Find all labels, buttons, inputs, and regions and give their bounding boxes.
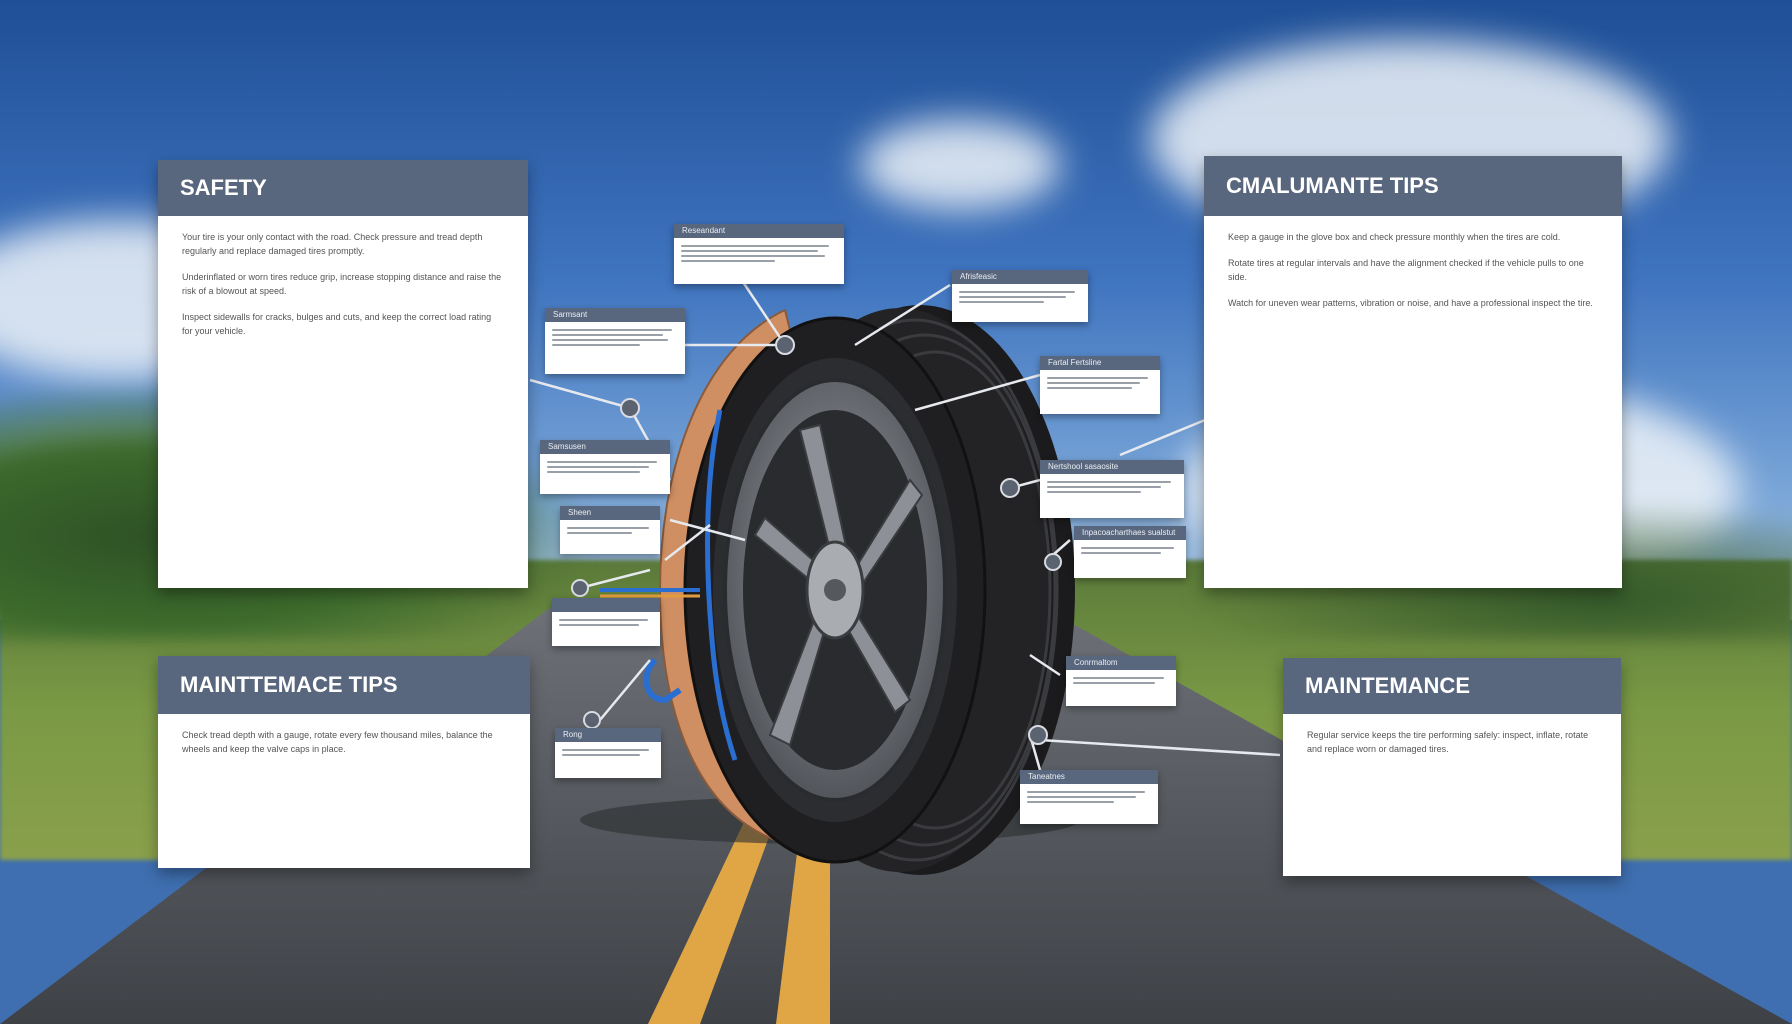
callout-label: Fartal Fertsline (1040, 356, 1160, 414)
maintenance-tips-panel: MAINTTEMACE TIPS Check tread depth with … (158, 656, 530, 868)
safety-panel-title: SAFETY (180, 175, 267, 200)
customer-tips-paragraph: Watch for uneven wear patterns, vibratio… (1228, 298, 1593, 308)
callout-label: Taneatnes (1020, 770, 1158, 824)
maintenance-tips-paragraph: Check tread depth with a gauge, rotate e… (182, 730, 493, 754)
callout-header: Fartal Fertsline (1040, 356, 1160, 370)
callout-label: Sheen (560, 506, 660, 554)
callout-label: Conrmaltom (1066, 656, 1176, 706)
callout-label: Reseandant (674, 224, 844, 284)
customer-tips-panel-body: Keep a gauge in the glove box and check … (1204, 216, 1622, 336)
safety-panel-header: SAFETY (158, 160, 528, 216)
maintenance-tips-panel-header: MAINTTEMACE TIPS (158, 656, 530, 714)
callout-header: Conrmaltom (1066, 656, 1176, 670)
customer-tips-panel-header: CMALUMANTE TIPS (1204, 156, 1622, 216)
callout-header: Sheen (560, 506, 660, 520)
maintenance-panel-body: Regular service keeps the tire performin… (1283, 714, 1621, 782)
customer-tips-panel-title: CMALUMANTE TIPS (1226, 173, 1439, 198)
safety-paragraph: Inspect sidewalls for cracks, bulges and… (182, 312, 492, 336)
callout-header (552, 598, 660, 612)
callout-label: Samsusen (540, 440, 670, 494)
callout-label: Rong (555, 728, 661, 778)
callout-header: Taneatnes (1020, 770, 1158, 784)
customer-tips-paragraph: Rotate tires at regular intervals and ha… (1228, 258, 1584, 282)
customer-tips-paragraph: Keep a gauge in the glove box and check … (1228, 232, 1561, 242)
maintenance-panel: MAINTEMANCE Regular service keeps the ti… (1283, 658, 1621, 876)
callout-header: Samsusen (540, 440, 670, 454)
maintenance-panel-title: MAINTEMANCE (1305, 673, 1470, 698)
maintenance-tips-panel-body: Check tread depth with a gauge, rotate e… (158, 714, 530, 782)
callout-header: Afrisfeasic (952, 270, 1088, 284)
callout-label: Afrisfeasic (952, 270, 1088, 322)
customer-tips-panel: CMALUMANTE TIPS Keep a gauge in the glov… (1204, 156, 1622, 588)
callout-header: Sarmsant (545, 308, 685, 322)
maintenance-tips-panel-title: MAINTTEMACE TIPS (180, 672, 398, 697)
callout-label: Inpacoacharthaes sualstut (1074, 526, 1186, 578)
maintenance-paragraph: Regular service keeps the tire performin… (1307, 730, 1589, 754)
callout-header: Reseandant (674, 224, 844, 238)
callout-header: Nertshool sasaosite (1040, 460, 1184, 474)
safety-panel-body: Your tire is your only contact with the … (158, 216, 528, 364)
safety-paragraph: Your tire is your only contact with the … (182, 232, 483, 256)
callout-header: Inpacoacharthaes sualstut (1074, 526, 1186, 540)
callout-label (552, 598, 660, 646)
safety-paragraph: Underinflated or worn tires reduce grip,… (182, 272, 502, 296)
maintenance-panel-header: MAINTEMANCE (1283, 658, 1621, 714)
cloud (860, 120, 1060, 210)
callout-label: Sarmsant (545, 308, 685, 374)
callout-label: Nertshool sasaosite (1040, 460, 1184, 518)
callout-header: Rong (555, 728, 661, 742)
safety-panel: SAFETY Your tire is your only contact wi… (158, 160, 528, 588)
